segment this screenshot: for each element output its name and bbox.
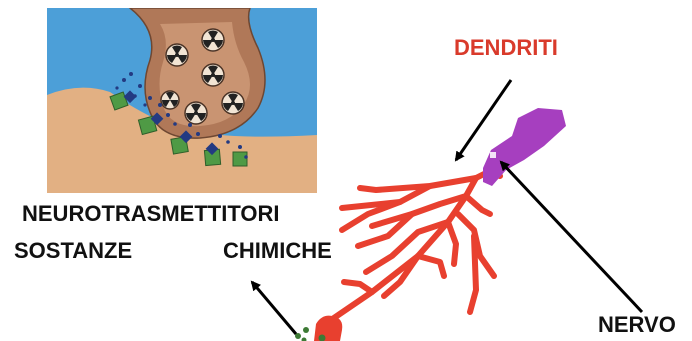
synapse-illustration <box>47 8 317 193</box>
arrow-icon <box>501 162 642 312</box>
label-chimiche: CHIMICHE <box>223 238 332 263</box>
label-neurotrasmettitori: NEUROTRASMETTITORI <box>22 201 279 226</box>
radiation-vesicle-icon <box>166 44 188 66</box>
label-sostanze: SOSTANZE <box>14 238 132 263</box>
dendrite-tree <box>328 172 500 322</box>
label-nervo: NERVO <box>598 312 676 337</box>
radiation-vesicle-icon <box>161 91 179 109</box>
radiation-vesicle-icon <box>202 29 224 51</box>
cell-body-fragment <box>314 316 342 341</box>
arrow-icon <box>252 282 296 334</box>
radiation-vesicle-icon <box>185 102 207 124</box>
nerve-segment <box>483 108 566 186</box>
label-dendriti: DENDRITI <box>454 35 558 60</box>
radiation-vesicle-icon <box>202 64 224 86</box>
nerve-tip-marker <box>490 152 496 158</box>
radiation-vesicle-icon <box>222 92 244 114</box>
